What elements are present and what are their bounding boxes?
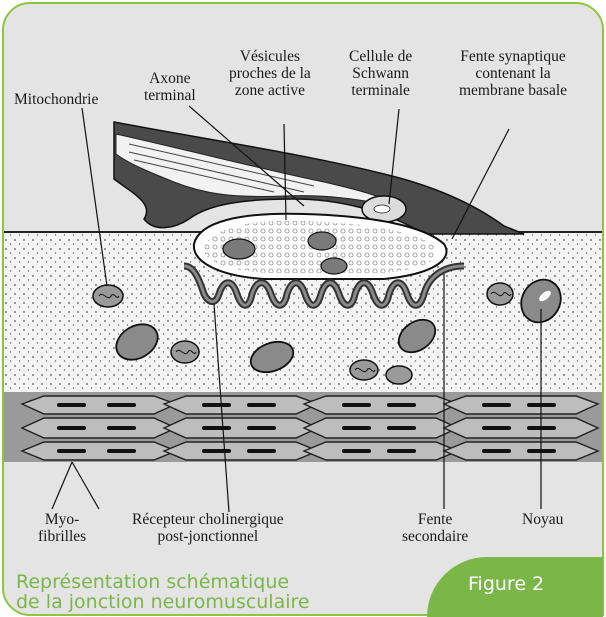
label-recepteur-cholinergique: Récepteur cholinergique post-jonctionnel — [132, 511, 284, 545]
label-noyau: Noyau — [522, 511, 563, 528]
caption-line-1: Représentation schématique — [16, 572, 310, 592]
figure-caption: Représentation schématique de la jonctio… — [16, 572, 310, 612]
label-axone-terminal: Axone terminal — [144, 70, 196, 104]
label-cellule-schwann: Cellule de Schwann terminale — [349, 48, 412, 99]
label-myofibrilles: Myo- fibrilles — [38, 511, 86, 545]
caption-line-2: de la jonction neuromusculaire — [16, 592, 310, 612]
label-mitochondrie: Mitochondrie — [14, 91, 98, 108]
label-fente-synaptique: Fente synaptique contenant la membrane b… — [459, 48, 567, 99]
label-vesicules: Vésicules proches de la zone active — [229, 48, 311, 99]
label-fente-secondaire: Fente secondaire — [402, 511, 468, 545]
figure-number-label: Figure 2 — [468, 573, 544, 595]
